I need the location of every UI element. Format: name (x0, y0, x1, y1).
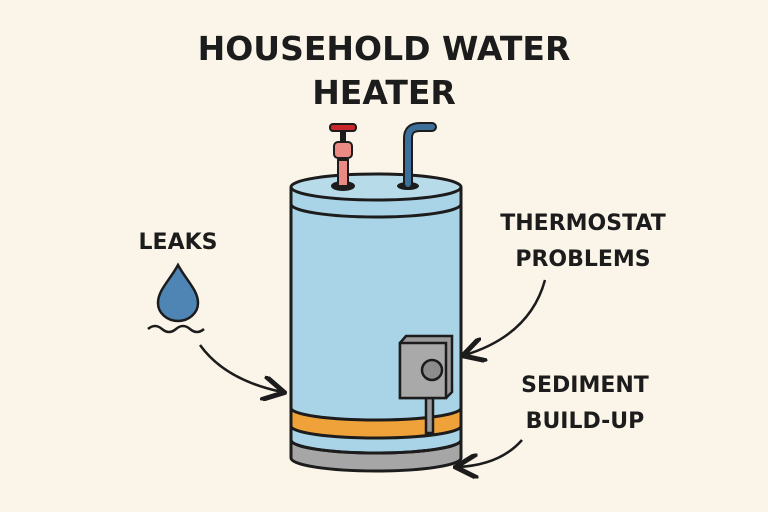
water-drop-icon (156, 262, 200, 323)
label-sediment-line-1: SEDIMENT (521, 373, 649, 398)
title-line-1: HOUSEHOLD WATER (198, 29, 571, 68)
water-waves-icon (147, 324, 205, 334)
hot-water-valve-icon (329, 123, 357, 191)
label-thermostat-line-2: PROBLEMS (515, 247, 650, 272)
sediment-arrow (458, 439, 523, 467)
leaks-arrow (198, 344, 282, 392)
thermostat-icon (398, 334, 454, 435)
label-sediment-line-2: BUILD-UP (526, 409, 645, 434)
water-heater-tank (289, 172, 463, 473)
cold-water-pipe-icon (397, 122, 437, 190)
label-thermostat-line-1: THERMOSTAT (500, 211, 665, 236)
title-line-2: HEATER (312, 73, 456, 112)
thermostat-arrow (465, 279, 547, 355)
label-leaks: LEAKS (139, 230, 218, 255)
